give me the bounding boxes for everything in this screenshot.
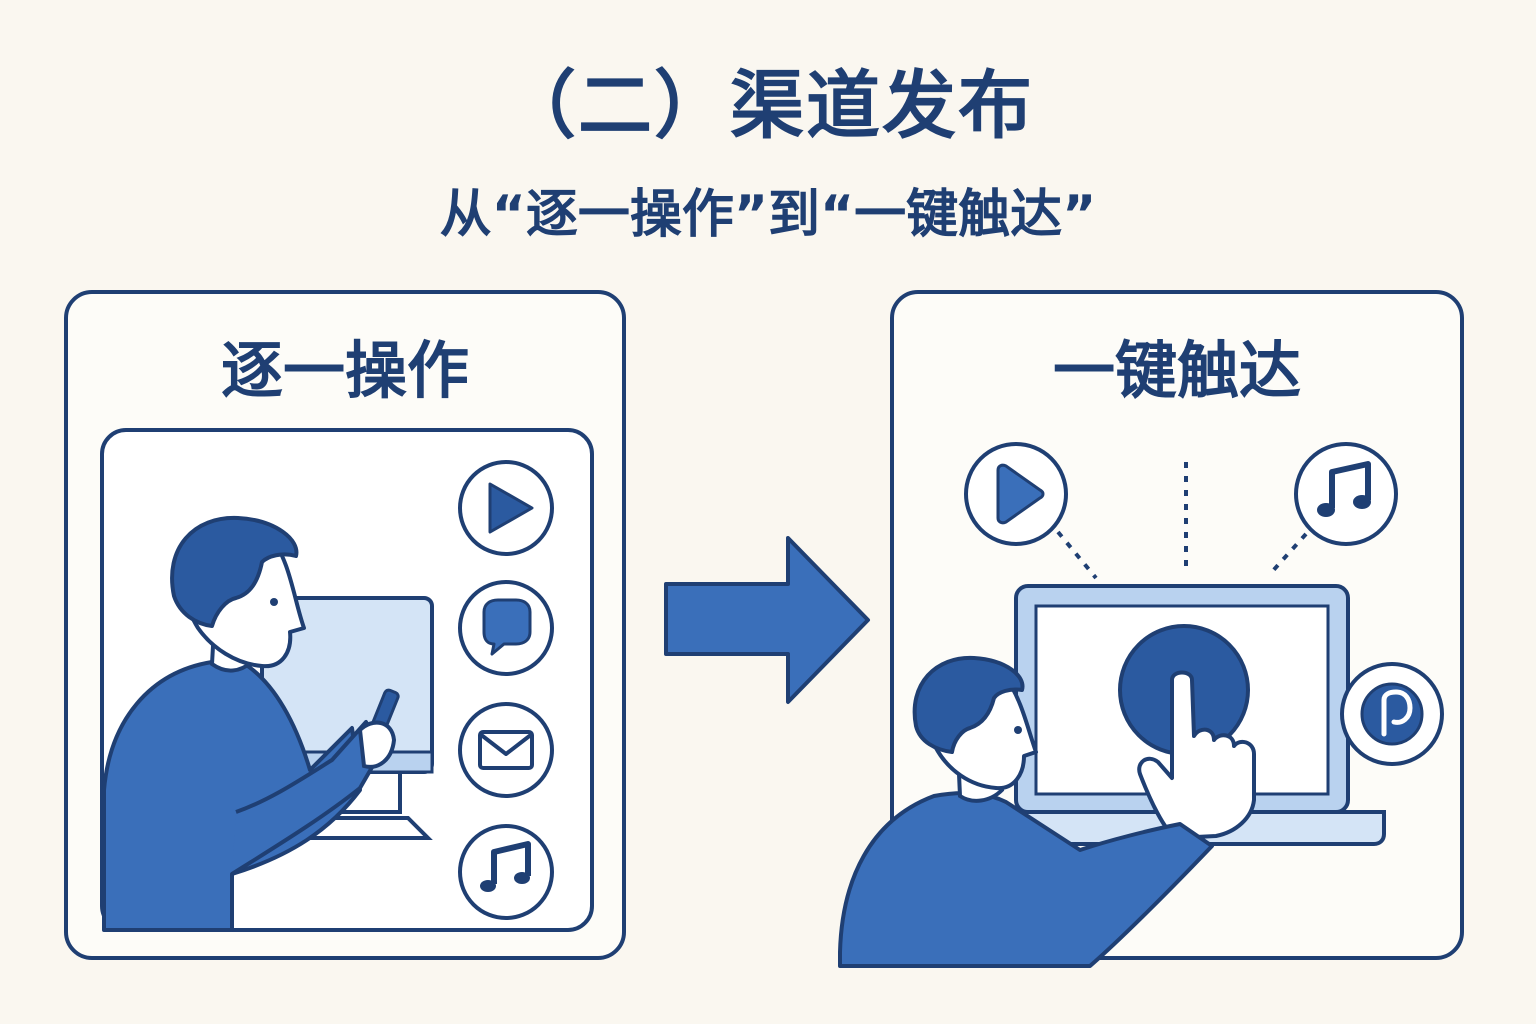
- pinterest-p-icon: [1340, 662, 1444, 766]
- chat-bubble-icon: [458, 580, 554, 676]
- person-pressing-button: [838, 655, 1214, 968]
- person-using-phone: [102, 515, 400, 932]
- right-panel: [838, 290, 1464, 968]
- music-note-icon: [458, 824, 554, 920]
- broadcast-connectors: [1056, 462, 1308, 580]
- left-panel-label: 逐一操作: [220, 334, 469, 407]
- right-panel-label: 一键触达: [1052, 334, 1301, 407]
- left-panel: [64, 290, 626, 960]
- play-icon: [458, 460, 554, 556]
- mail-icon: [458, 702, 554, 798]
- music-note-icon: [1294, 442, 1398, 546]
- page-title: （二）渠道发布: [502, 63, 1034, 149]
- page-subtitle: 从“逐一操作”到“一键触达”: [439, 185, 1097, 245]
- transition-arrow: [664, 536, 870, 704]
- pointing-hand: [1137, 670, 1256, 840]
- play-icon: [964, 442, 1068, 546]
